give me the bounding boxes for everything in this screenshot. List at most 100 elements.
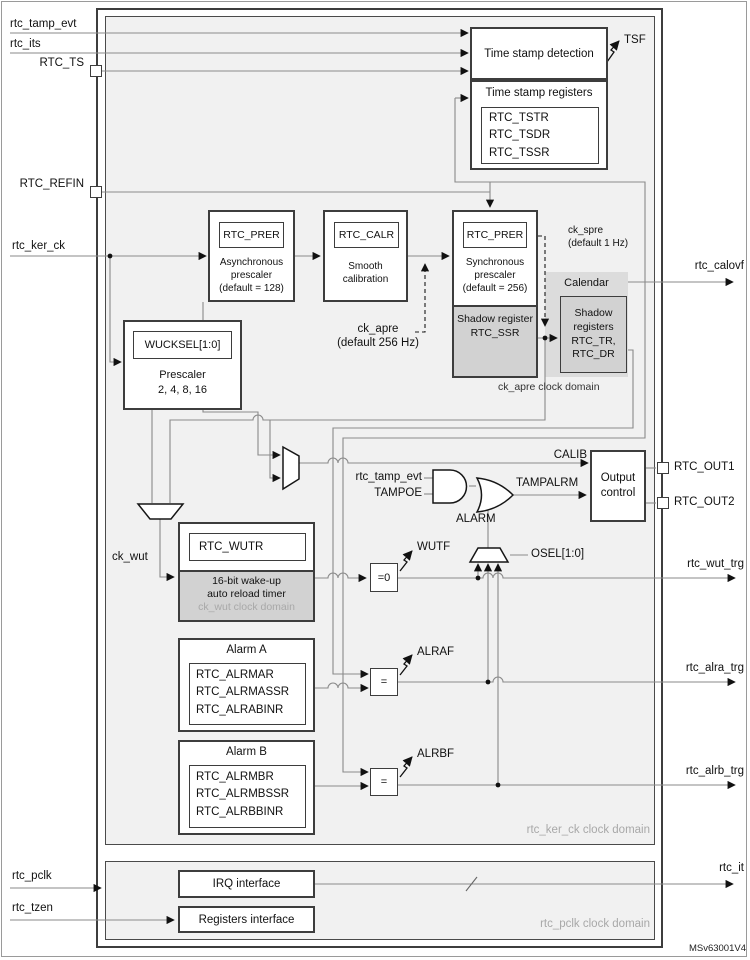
label-tampalrm: TAMPALRM [516, 477, 579, 489]
wutf-flag-arrow [399, 550, 413, 572]
calib-mux [282, 445, 300, 491]
label-rtc-its: rtc_its [10, 38, 41, 50]
wakeup-timer-block: RTC_WUTR 16-bit wake-up auto reload time… [178, 522, 315, 622]
calendar-shadow-registers: Shadow registers RTC_TR, RTC_DR [560, 296, 627, 373]
label-rtc-tamp-evt-internal: rtc_tamp_evt [355, 471, 422, 483]
wucksel-mux [136, 503, 185, 520]
label-rtc-ts: RTC_TS [39, 57, 84, 69]
wire-rtc-wut-trg [398, 572, 736, 583]
timestamp-registers-block: Time stamp registers RTC_TSTR RTC_TSDR R… [470, 80, 608, 170]
timestamp-registers-list: RTC_TSTR RTC_TSDR RTC_TSSR [481, 107, 599, 164]
register-name: RTC_TSTR [489, 112, 549, 124]
smooth-calibration-block: RTC_CALR Smooth calibration [323, 210, 408, 302]
label-ker-domain: rtc_ker_ck clock domain [526, 824, 650, 836]
label-ck-apre: ck_apre (default 256 Hz) [337, 323, 419, 350]
rtc-ts-pin [90, 65, 102, 77]
label-ck-spre: ck_spre (default 1 Hz) [568, 225, 629, 249]
wire-alarma-regs [315, 682, 369, 693]
wire-wutr-out [315, 572, 367, 583]
label-alrbf: ALRBF [417, 748, 455, 760]
label-ck-wut: ck_wut [112, 551, 148, 563]
wucksel-block: WUCKSEL[1:0] Prescaler 2, 4, 8, 16 [123, 320, 242, 410]
label-rtc-refin: RTC_REFIN [19, 178, 84, 190]
wire-ck-wut [159, 519, 175, 582]
or-gate [475, 477, 515, 513]
timestamp-detection-block: Time stamp detection [470, 27, 608, 80]
label-rtc-alrb-trg: rtc_alrb_trg [685, 765, 744, 777]
label-osel: OSEL[1:0] [531, 548, 585, 560]
rtc-prer-register: RTC_PRER [219, 222, 284, 248]
label-tsf: TSF [624, 34, 646, 46]
figure-code: MSv63001V4 [688, 943, 746, 954]
rtc-refin-pin [90, 186, 102, 198]
wire-calendar-loop-b [342, 98, 646, 777]
label-rtc-it: rtc_it [719, 862, 744, 874]
label-pclk-domain: rtc_pclk clock domain [540, 918, 650, 930]
label-tampoe: TAMPOE [374, 487, 422, 499]
label-rtc-tamp-evt: rtc_tamp_evt [10, 18, 77, 30]
wakeup-timer-desc: 16-bit wake-up auto reload timer [207, 575, 286, 601]
alarm-a-block: Alarm A RTC_ALRMAR RTC_ALRMASSR RTC_ALRA… [178, 638, 315, 732]
label-rtc-pclk: rtc_pclk [12, 870, 52, 882]
tsf-flag-arrow [606, 40, 620, 63]
alarm-a-title: Alarm A [226, 644, 267, 656]
smooth-calibration-desc: Smooth calibration [342, 261, 389, 285]
rtc-out1-pin [657, 462, 669, 474]
junction-dot [485, 679, 491, 685]
output-control-block: Output control [590, 450, 646, 522]
junction-dot [542, 335, 548, 341]
calendar-group: Calendar Shadow registers RTC_TR, RTC_DR [545, 272, 628, 377]
label-calib: CALIB [553, 449, 587, 461]
label-rtc-wut-trg: rtc_wut_trg [687, 558, 744, 570]
register-name: RTC_ALRMAR [196, 669, 274, 681]
calendar-title: Calendar [564, 277, 609, 289]
wire-rtc-alra-trg [398, 676, 736, 687]
wire-ck-apre-dashed [415, 263, 430, 333]
register-name: RTC_ALRABINR [196, 703, 284, 716]
async-prescaler-block: RTC_PRER Asynchronous prescaler (default… [208, 210, 295, 302]
label-rtc-out1: RTC_OUT1 [674, 461, 735, 473]
async-prescaler-desc: Asynchronous prescaler (default = 128) [219, 257, 284, 294]
wire-mux-in2 [269, 420, 281, 483]
sync-prescaler-block: RTC_PRER Synchronous prescaler (default … [452, 210, 538, 378]
alarm-b-registers: RTC_ALRMBR RTC_ALRMBSSR RTC_ALRBBINR [189, 765, 306, 828]
shadow-register-ssr: Shadow register RTC_SSR [454, 305, 536, 376]
ck-wut-domain-note: ck_wut clock domain [198, 601, 295, 614]
rtc-out2-pin [657, 497, 669, 509]
wire-ck-spre-dashed [538, 235, 550, 327]
bus-slash [465, 876, 478, 892]
rtc-prer-sync-register: RTC_PRER [463, 222, 527, 248]
alarm-b-block: Alarm B RTC_ALRMBR RTC_ALRMBSSR RTC_ALRB… [178, 740, 315, 835]
wire-calib [299, 457, 589, 468]
wucksel-desc: Prescaler 2, 4, 8, 16 [158, 369, 207, 396]
junction-dot [107, 253, 113, 259]
alarm-b-comparator: = [370, 768, 398, 796]
register-name: RTC_ALRMBSSR [196, 788, 290, 801]
alarm-a-comparator: = [370, 668, 398, 696]
label-rtc-tzen: rtc_tzen [12, 902, 53, 914]
label-alarm: ALARM [456, 513, 496, 525]
wire-wucksel-feed [109, 256, 122, 367]
rtc-calr-register: RTC_CALR [334, 222, 399, 248]
register-name: RTC_ALRBBINR [196, 805, 284, 818]
osel-mux [468, 547, 510, 563]
junction-dot [475, 575, 481, 581]
alarm-b-title: Alarm B [226, 746, 267, 758]
alarm-a-registers: RTC_ALRMAR RTC_ALRMASSR RTC_ALRABINR [189, 663, 306, 725]
label-rtc-alra-trg: rtc_alra_trg [685, 662, 744, 674]
sync-prescaler-desc: Synchronous prescaler (default = 256) [462, 257, 528, 294]
registers-interface-block: Registers interface [178, 906, 315, 933]
alraf-flag-arrow [399, 654, 413, 676]
label-rtc-ker-ck: rtc_ker_ck [12, 240, 66, 252]
irq-interface-block: IRQ interface [178, 870, 315, 898]
register-name: RTC_TSSR [489, 146, 550, 159]
register-name: RTC_ALRMASSR [196, 686, 290, 699]
alrbf-flag-arrow [399, 756, 413, 778]
register-name: RTC_ALRMBR [196, 771, 274, 783]
label-rtc-out2: RTC_OUT2 [674, 496, 735, 508]
wucksel-register: WUCKSEL[1:0] [133, 331, 232, 359]
and-gate [432, 469, 468, 504]
wut-comparator: =0 [370, 563, 398, 592]
